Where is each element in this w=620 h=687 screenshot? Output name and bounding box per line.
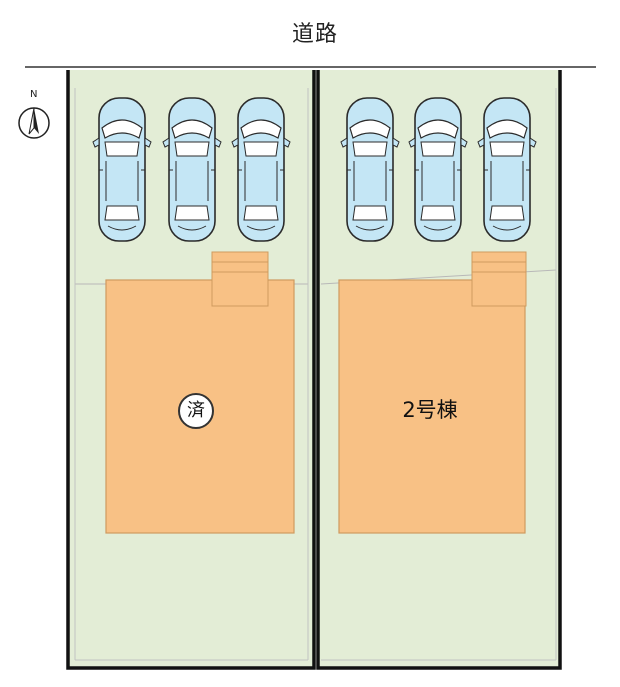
road-label: 道路 (291, 22, 338, 47)
lot-2-parking-car-3 (477, 97, 537, 242)
lot-1-parking-car-1 (92, 97, 152, 242)
sold-badge: 済 (178, 393, 214, 429)
north-label: N (30, 89, 38, 100)
lot-2-parking-car-1 (340, 97, 400, 242)
lot-1-parking-car-2 (162, 97, 222, 242)
lot-2-parking-car-2 (408, 97, 468, 242)
lot-2-name: 2号棟 (402, 398, 458, 422)
lot-2-boundary (316, 70, 562, 670)
lot-1-entrance-steps (211, 251, 269, 307)
lot-2-entrance-steps (471, 251, 527, 307)
lot-1-boundary (66, 70, 316, 670)
lot-2-building (338, 279, 526, 534)
lot-1-parking-car-3 (231, 97, 291, 242)
north-arrow-icon (18, 107, 50, 139)
